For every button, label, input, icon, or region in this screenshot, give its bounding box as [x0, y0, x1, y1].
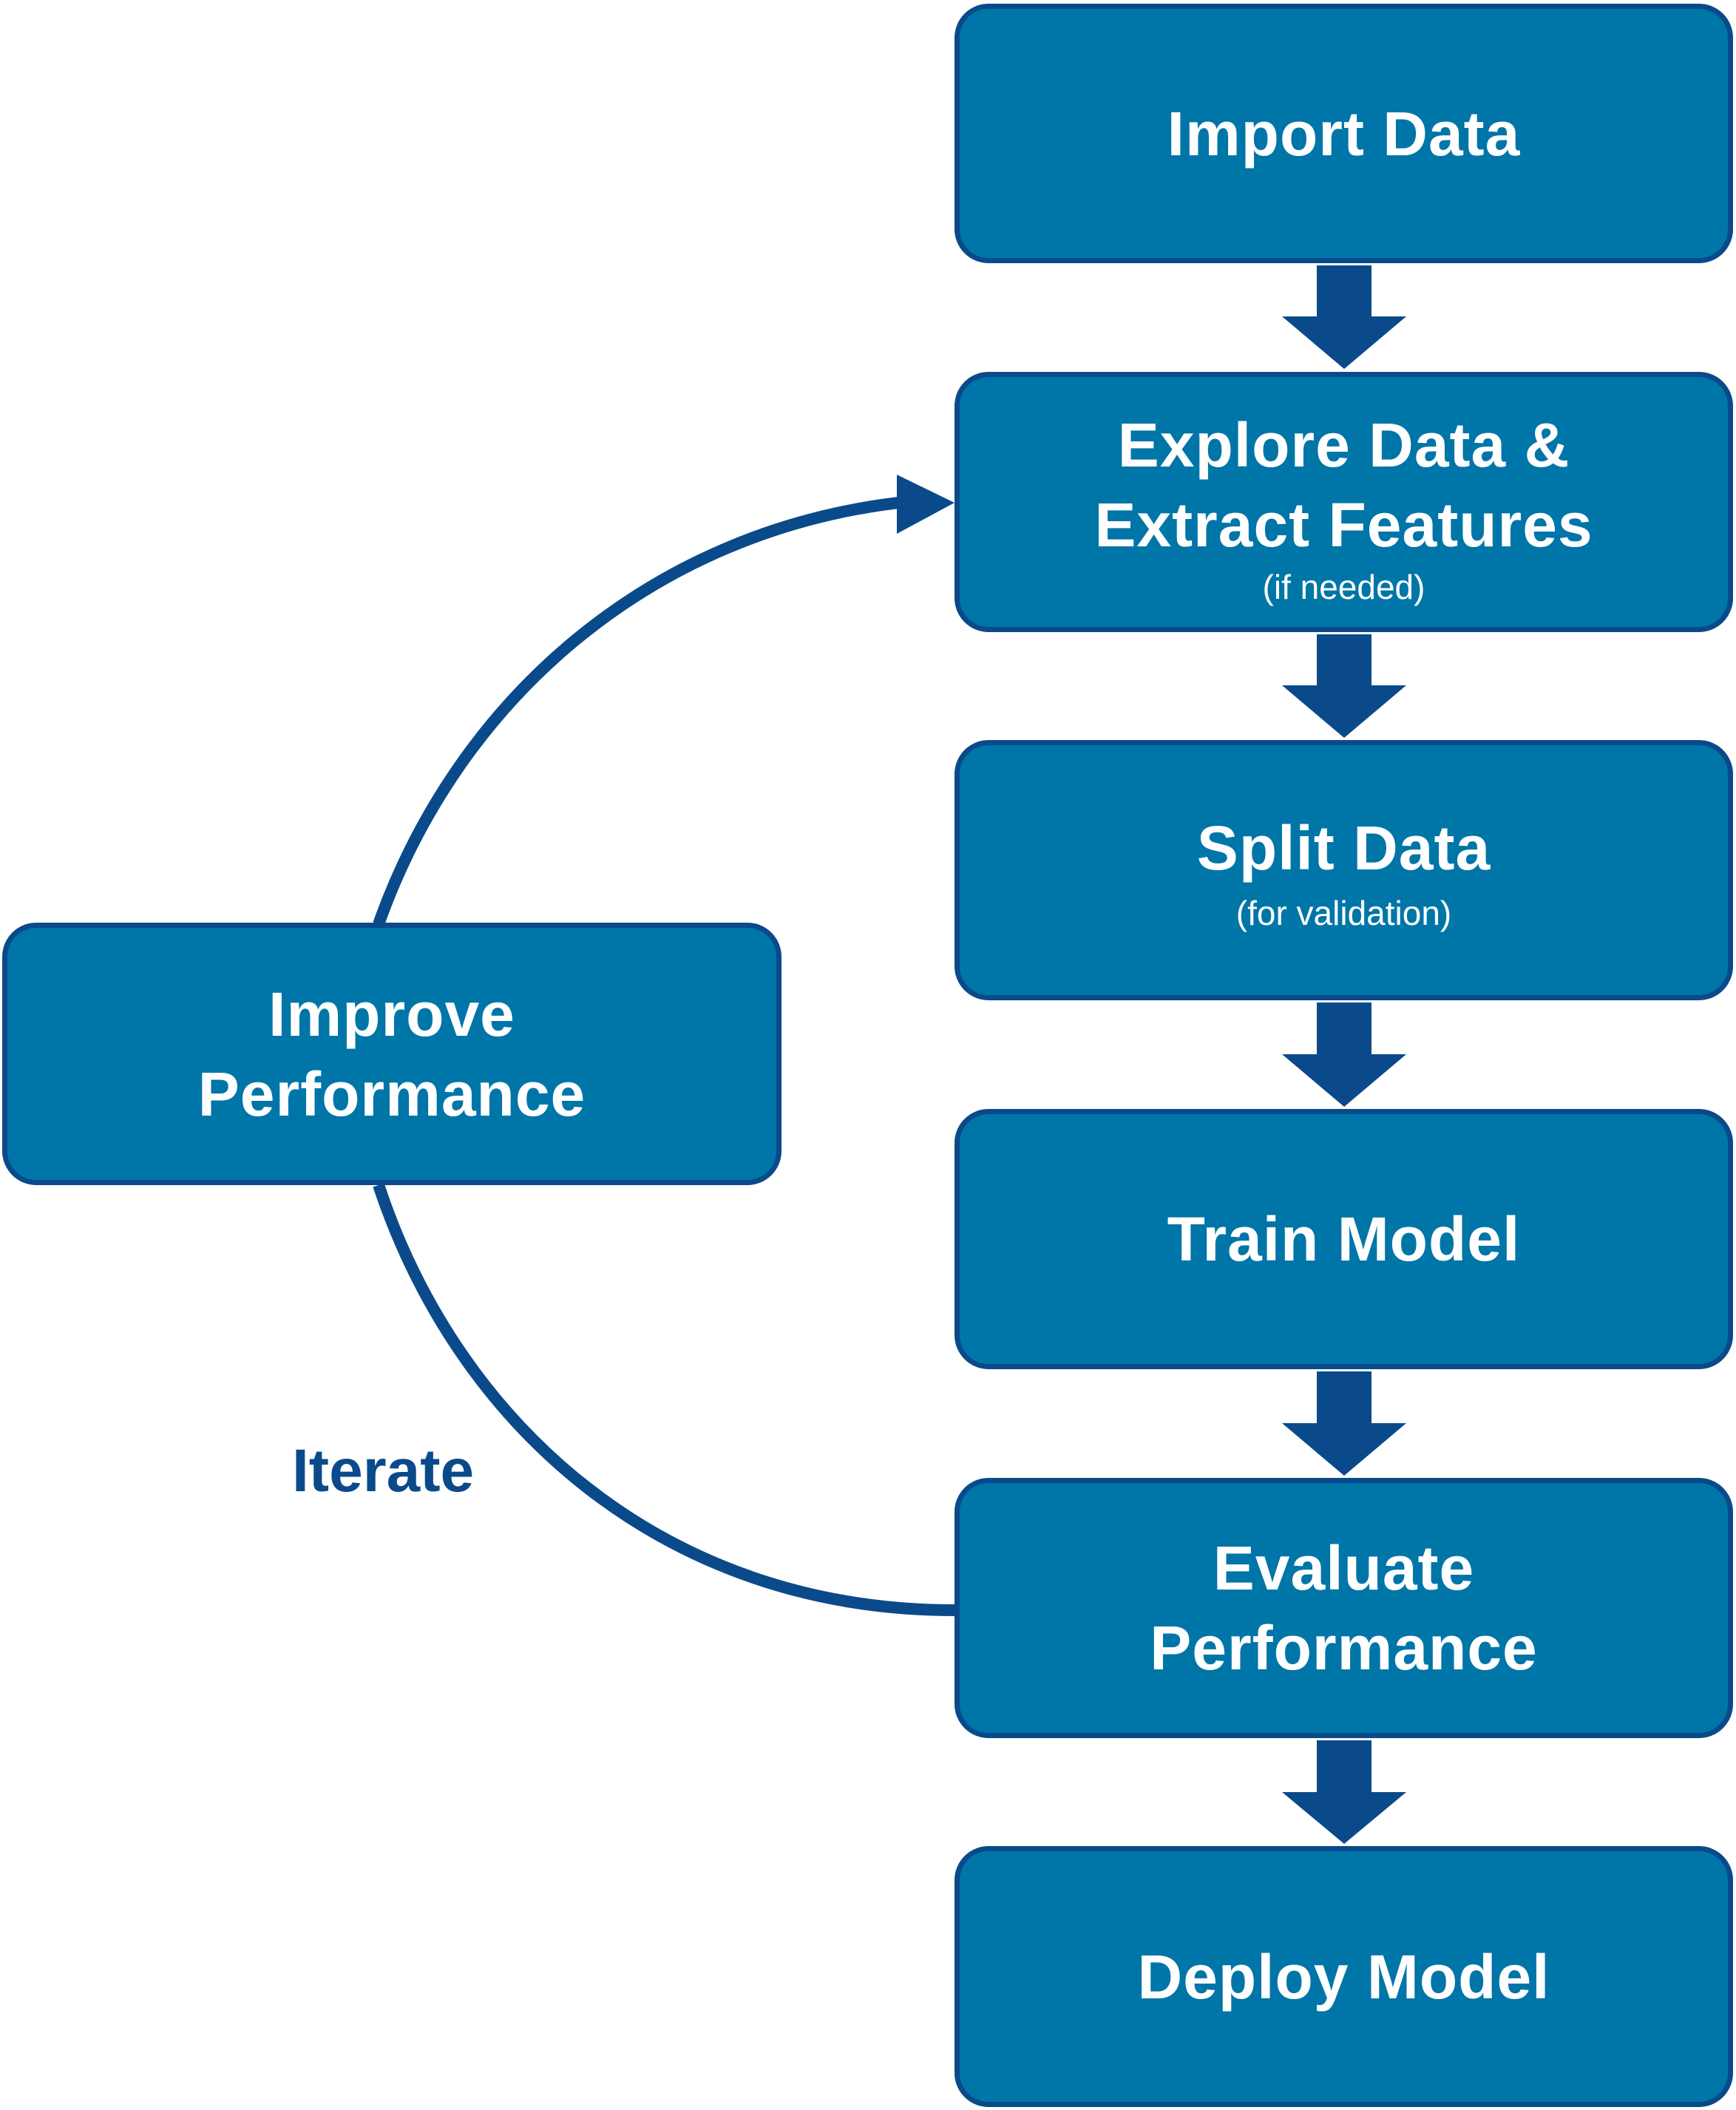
- down-arrow-4: [1282, 1371, 1406, 1476]
- iterate-label: Iterate: [292, 1437, 475, 1505]
- step-deploy-model: Deploy Model: [955, 1846, 1733, 2107]
- step-train-model: Train Model: [955, 1109, 1733, 1369]
- step-subtitle: (for validation): [1235, 894, 1452, 932]
- step-title-line-2: Extract Features: [1094, 490, 1593, 560]
- step-import-data: Import Data: [955, 4, 1733, 263]
- step-evaluate-performance: Evaluate Performance: [955, 1478, 1733, 1738]
- loop-curve-lower: [373, 1183, 955, 1616]
- step-title: Split Data: [1196, 813, 1491, 883]
- step-title-line-2: Performance: [197, 1059, 586, 1129]
- step-explore-data: Explore Data & Extract Features (if need…: [955, 372, 1733, 632]
- down-arrow-1: [1282, 265, 1406, 369]
- step-improve-performance: Improve Performance: [2, 923, 781, 1185]
- step-title: Import Data: [1167, 98, 1521, 169]
- loop-curve-upper: [373, 497, 899, 926]
- step-title: Train Model: [1167, 1204, 1521, 1274]
- step-title: Deploy Model: [1137, 1941, 1550, 2012]
- step-title-line-1: Explore Data &: [1117, 410, 1570, 480]
- down-arrow-3: [1282, 1003, 1406, 1107]
- step-title-line-2: Performance: [1150, 1613, 1538, 1683]
- loop-arrowhead: [897, 475, 955, 534]
- down-arrow-2: [1282, 634, 1406, 738]
- step-split-data: Split Data (for validation): [955, 740, 1733, 1000]
- step-subtitle: (if needed): [1262, 568, 1425, 606]
- step-title-line-1: Improve: [268, 979, 515, 1049]
- step-title-line-1: Evaluate: [1213, 1533, 1475, 1603]
- down-arrow-5: [1282, 1740, 1406, 1844]
